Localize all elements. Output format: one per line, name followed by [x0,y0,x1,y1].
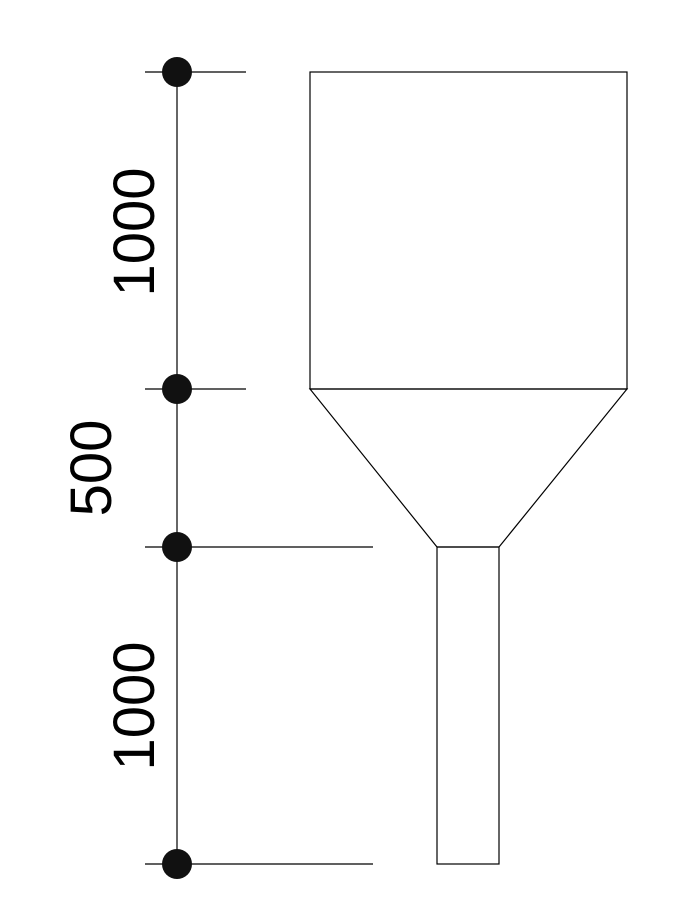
dimension-label-bottom: 1000 [102,641,167,770]
dimension-label-top: 1000 [102,167,167,296]
object-stem-section [436,546,500,865]
object-tapered-section [308,388,629,548]
dimension-marker-bottom [162,849,192,879]
dimension-marker-upper-middle [162,374,192,404]
dimension-label-middle: 500 [59,420,124,517]
dimension-marker-lower-middle [162,532,192,562]
dimension-marker-top [162,57,192,87]
object-upper-section [309,71,628,390]
